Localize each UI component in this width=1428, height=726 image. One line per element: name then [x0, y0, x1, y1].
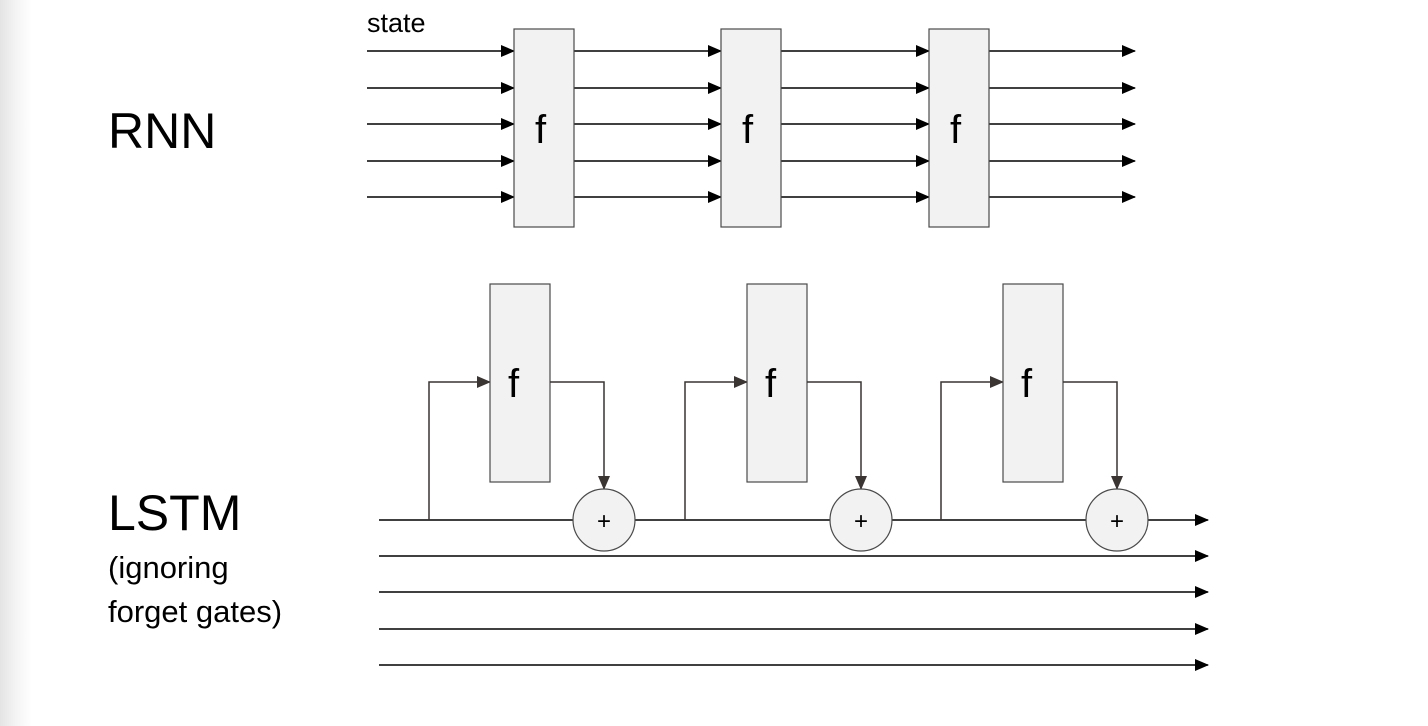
lstm-sum-label: + [1110, 508, 1124, 535]
lstm-input-arrow [428, 376, 491, 520]
lstm-f-label: f [1021, 362, 1033, 406]
lstm-f-label: f [765, 362, 777, 406]
lstm-f-block [1002, 283, 1064, 483]
rnn-f-block [720, 28, 782, 228]
lstm-subtitle-line1: (ignoring [108, 550, 229, 585]
rnn-f-block [928, 28, 990, 228]
rnn-f-label: f [535, 108, 547, 152]
lstm-output-arrow [807, 381, 867, 490]
lstm-output-arrow [550, 381, 610, 490]
lstm-sum-label: + [854, 508, 868, 535]
rnn-f-label: f [950, 108, 962, 152]
lstm-subtitle-line2: forget gates) [108, 594, 283, 629]
lstm-sum-node [1085, 488, 1149, 552]
lstm-sum-node [572, 488, 636, 552]
lstm-sum-node [829, 488, 893, 552]
lstm-chain: f + f + f + [379, 283, 1209, 671]
lstm-title: LSTM [108, 485, 242, 541]
lstm-f-block [746, 283, 808, 483]
lstm-input-arrow [940, 376, 1004, 520]
rnn-f-label: f [742, 108, 754, 152]
rnn-title: RNN [108, 103, 217, 159]
lstm-output-arrow [1063, 381, 1123, 490]
lstm-input-arrow [684, 376, 748, 520]
lstm-f-label: f [508, 362, 520, 406]
state-label: state [367, 8, 426, 38]
lstm-f-block [489, 283, 551, 483]
rnn-f-block [513, 28, 575, 228]
lstm-sum-label: + [597, 508, 611, 535]
